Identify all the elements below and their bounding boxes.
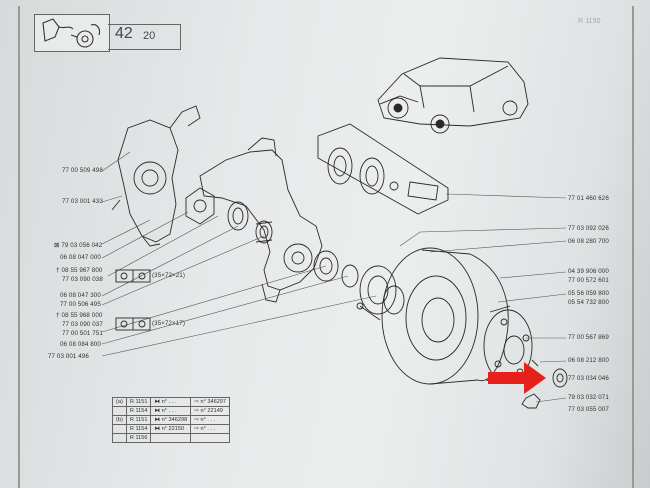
arrow-icon: ⇨ bbox=[194, 417, 201, 423]
leader-lines-left bbox=[101, 151, 377, 357]
left-margin-line bbox=[18, 6, 20, 488]
car-icon bbox=[377, 57, 529, 134]
model-cell: R 1154 bbox=[125, 424, 152, 434]
table-row: (b) R 1151 ⧓ n° 346298 ⇨ n° . . . bbox=[112, 415, 231, 425]
bearing-dimensions: (35×72×21) bbox=[152, 272, 185, 279]
part-label-text: 79 03 056 042 bbox=[61, 242, 103, 249]
dagger-icon: † bbox=[56, 267, 60, 274]
table-row: R 1154 ⧓ n° 22150 ⇨ n° . . . bbox=[112, 424, 231, 434]
to-cell: ⇨ n° 22149 bbox=[190, 406, 231, 416]
variant-cell bbox=[112, 406, 127, 416]
bearing-inset bbox=[317, 123, 449, 215]
arrow-icon: ⇨ bbox=[194, 426, 201, 432]
to-cell: ⇨ n° 346297 bbox=[190, 397, 231, 407]
part-label-text: 08 55 967 800 bbox=[61, 267, 103, 274]
model-cell: R 1156 bbox=[125, 433, 152, 443]
variant-cell: (a) bbox=[112, 397, 127, 407]
right-margin-line bbox=[632, 6, 634, 488]
to-cell: ⇨ n° . . . bbox=[190, 424, 231, 434]
stub-axle-carrier bbox=[111, 105, 201, 247]
arrow-icon: ⇨ bbox=[194, 399, 201, 405]
outer-bearing bbox=[313, 250, 405, 315]
part-label-left: 77 03 001 496 bbox=[48, 353, 89, 360]
part-label-left-boxed: ⊠ 79 03 056 042 bbox=[54, 241, 102, 249]
part-label-left-dagger: † 08 55 968 000 bbox=[56, 312, 102, 319]
seal-plate bbox=[185, 187, 215, 225]
inner-bearing bbox=[227, 201, 273, 244]
model-cell: R 1151 bbox=[125, 397, 152, 407]
part-label-left: 77 00 501 751 bbox=[62, 330, 103, 337]
page-code: 42 bbox=[115, 25, 133, 42]
part-label-left-dagger: † 08 55 967 800 bbox=[56, 267, 102, 274]
model-cell: R 1154 bbox=[125, 406, 152, 416]
part-label-right: 05 56 059 800 bbox=[568, 290, 609, 297]
part-label-right: 79 03 032 071 bbox=[568, 394, 609, 401]
range-icon: ⧓ bbox=[154, 399, 162, 405]
part-label-text: 08 55 968 000 bbox=[61, 312, 103, 319]
part-label-left: 77 00 506 495 bbox=[60, 301, 101, 308]
part-label-left: 77 00 509 498 bbox=[62, 167, 103, 174]
table-row: R 1156 bbox=[112, 433, 231, 443]
part-label-left: 06 08 047 000 bbox=[60, 254, 101, 261]
part-label-right: 77 00 572 601 bbox=[568, 277, 609, 284]
brake-disc bbox=[381, 247, 509, 385]
arrow-icon: ⇨ bbox=[194, 408, 201, 414]
part-label-right: 06 08 280 700 bbox=[568, 238, 609, 245]
variant-cell: (b) bbox=[112, 415, 127, 425]
suspension-pictogram-icon bbox=[42, 18, 101, 48]
page-code-box bbox=[108, 24, 181, 50]
from-cell: ⧓ n° . . . bbox=[150, 406, 192, 416]
part-label-right: 05 54 732 800 bbox=[568, 299, 609, 306]
page-subcode: 20 bbox=[143, 30, 156, 42]
section-icon-box bbox=[34, 14, 110, 52]
hub-nut bbox=[521, 368, 568, 409]
boxed-x-icon: ⊠ bbox=[54, 242, 60, 249]
range-icon: ⧓ bbox=[154, 426, 162, 432]
part-label-right: 06 08 212 800 bbox=[568, 357, 609, 364]
bearing-symbol-top bbox=[115, 269, 151, 283]
part-label-right: 77 00 567 869 bbox=[568, 334, 609, 341]
part-label-left: 06 08 084 800 bbox=[60, 341, 101, 348]
dagger-icon: † bbox=[56, 312, 60, 319]
highlight-arrow bbox=[488, 362, 546, 394]
part-label-left: 77 03 090 037 bbox=[62, 321, 103, 328]
part-label-right: 77 03 034 046 bbox=[568, 375, 609, 382]
part-label-left: 77 03 001 433 bbox=[62, 198, 103, 205]
corner-ref: R 1150 bbox=[578, 18, 601, 25]
model-cell: R 1151 bbox=[125, 415, 152, 425]
table-row: (a) R 1151 ⧓ n° . . . ⇨ n° 346297 bbox=[112, 397, 231, 407]
part-label-right: 77 03 055 007 bbox=[568, 406, 609, 413]
from-cell bbox=[150, 433, 192, 443]
part-label-left: 77 03 090 038 bbox=[62, 276, 103, 283]
bearing-symbol-bottom bbox=[115, 317, 151, 331]
variant-cell bbox=[112, 424, 127, 434]
variant-cell bbox=[112, 433, 127, 443]
to-cell bbox=[190, 433, 231, 443]
part-label-right: 04 39 906 000 bbox=[568, 268, 609, 275]
bearing-dimensions: (35×72×17) bbox=[152, 320, 185, 327]
to-cell: ⇨ n° . . . bbox=[190, 415, 231, 425]
range-icon: ⧓ bbox=[154, 417, 162, 423]
from-cell: ⧓ n° . . . bbox=[150, 397, 192, 407]
part-label-right: 77 03 092 026 bbox=[568, 225, 609, 232]
from-cell: ⧓ n° 346298 bbox=[150, 415, 192, 425]
hub-carrier bbox=[199, 137, 323, 303]
table-row: R 1154 ⧓ n° . . . ⇨ n° 22149 bbox=[112, 406, 231, 416]
leader-lines-right bbox=[399, 193, 567, 403]
from-cell: ⧓ n° 22150 bbox=[150, 424, 192, 434]
part-label-left: 06 08 047 300 bbox=[60, 292, 101, 299]
applicability-table: (a) R 1151 ⧓ n° . . . ⇨ n° 346297 R 1154… bbox=[112, 397, 231, 443]
wheel-stud bbox=[356, 302, 381, 321]
part-label-right: 77 01 460 626 bbox=[568, 195, 609, 202]
range-icon: ⧓ bbox=[154, 408, 162, 414]
